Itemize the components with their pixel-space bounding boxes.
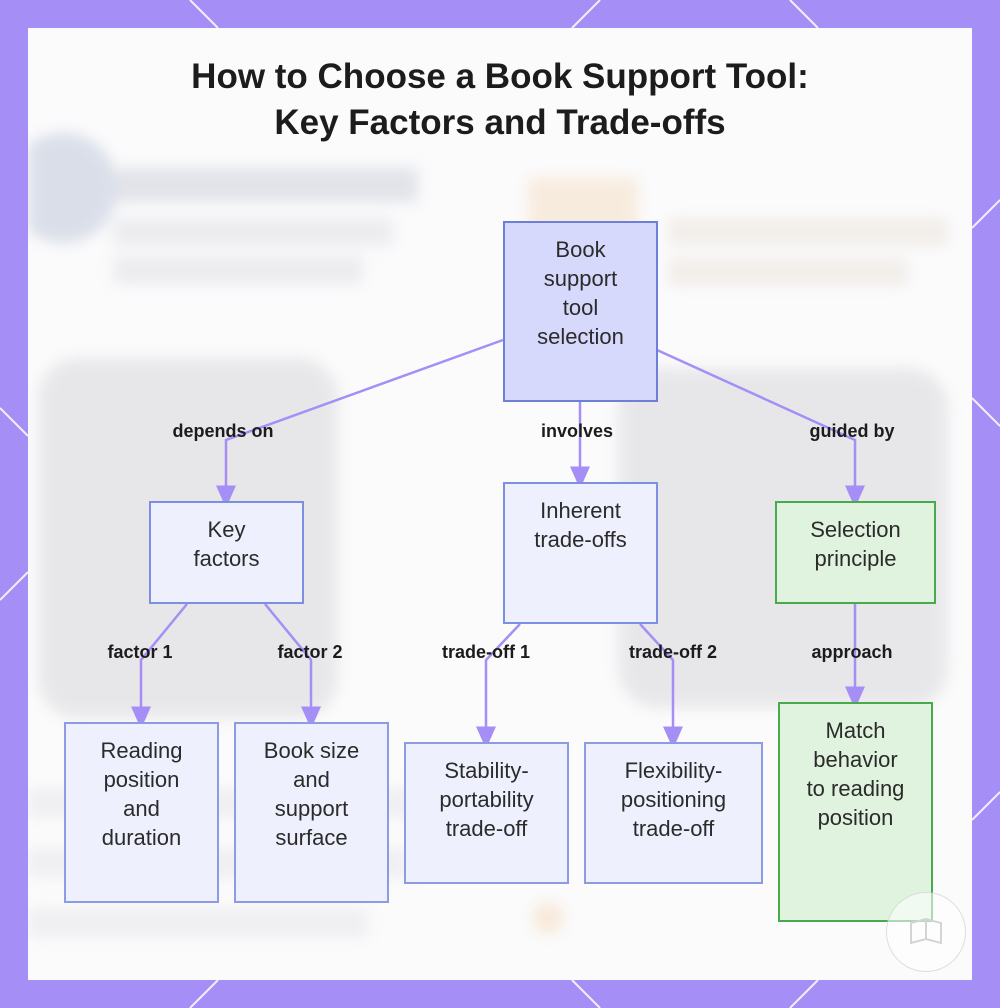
edge-factor-2 (264, 603, 321, 729)
node-match-behavior: Match behavior to reading position (778, 702, 933, 922)
edge-guided-by (656, 348, 865, 508)
node-line: factors (193, 546, 260, 571)
node-line: and (293, 767, 330, 792)
edge-label-factor-1: factor 1 (107, 642, 173, 662)
book-icon (910, 917, 942, 945)
node-line: position (103, 767, 180, 792)
node-line: Stability- (444, 758, 529, 783)
edge-label-depends-on: depends on (172, 421, 274, 441)
node-inherent-tradeoffs: Inherent trade-offs (503, 482, 658, 624)
edge-depends-on (216, 338, 504, 508)
node-line: Reading (100, 738, 183, 763)
edge-label-involves: involves (540, 421, 614, 441)
node-line: support (543, 266, 618, 291)
edge-label-tradeoff-2: trade-off 2 (628, 642, 718, 662)
page-title: How to Choose a Book Support Tool: Key F… (0, 54, 1000, 146)
edge-label-guided-by: guided by (809, 421, 895, 441)
node-line: principle (814, 546, 897, 571)
node-line: duration (101, 825, 182, 850)
node-line: trade-off (445, 816, 528, 841)
node-line: trade-offs (534, 527, 627, 552)
node-selection-principle: Selection principle (775, 501, 936, 604)
edge-tradeoff-2 (639, 623, 683, 749)
node-line: Selection (810, 517, 901, 542)
node-line: selection (537, 324, 624, 349)
node-line: behavior (813, 747, 898, 772)
node-line: portability (439, 787, 534, 812)
node-stability-portability: Stability- portability trade-off (404, 742, 569, 884)
node-line: support (274, 796, 349, 821)
title-line-2: Key Factors and Trade-offs (274, 103, 726, 142)
node-line: Key (207, 517, 246, 542)
node-line: Flexibility- (624, 758, 723, 783)
node-line: Book size (263, 738, 360, 763)
node-line: position (817, 805, 894, 830)
node-line: Inherent (540, 498, 621, 523)
node-line: tool (562, 295, 599, 320)
edge-label-factor-2: factor 2 (277, 642, 343, 662)
node-line: trade-off (632, 816, 715, 841)
node-line: Match (825, 718, 886, 743)
edge-label-tradeoff-1: trade-off 1 (441, 642, 531, 662)
node-line: positioning (620, 787, 727, 812)
node-line: and (123, 796, 160, 821)
node-line: surface (275, 825, 348, 850)
node-book-support-tool-selection: Book support tool selection (503, 221, 658, 402)
edge-tradeoff-1 (476, 623, 521, 749)
node-line: to reading (806, 776, 905, 801)
watermark-logo (886, 892, 966, 972)
title-line-1: How to Choose a Book Support Tool: (191, 57, 809, 96)
edge-label-approach: approach (811, 642, 893, 662)
node-reading-position-duration: Reading position and duration (64, 722, 219, 903)
node-book-size-support-surface: Book size and support surface (234, 722, 389, 903)
node-flexibility-positioning: Flexibility- positioning trade-off (584, 742, 763, 884)
node-line: Book (555, 237, 606, 262)
node-key-factors: Key factors (149, 501, 304, 604)
edge-factor-1 (131, 603, 188, 729)
